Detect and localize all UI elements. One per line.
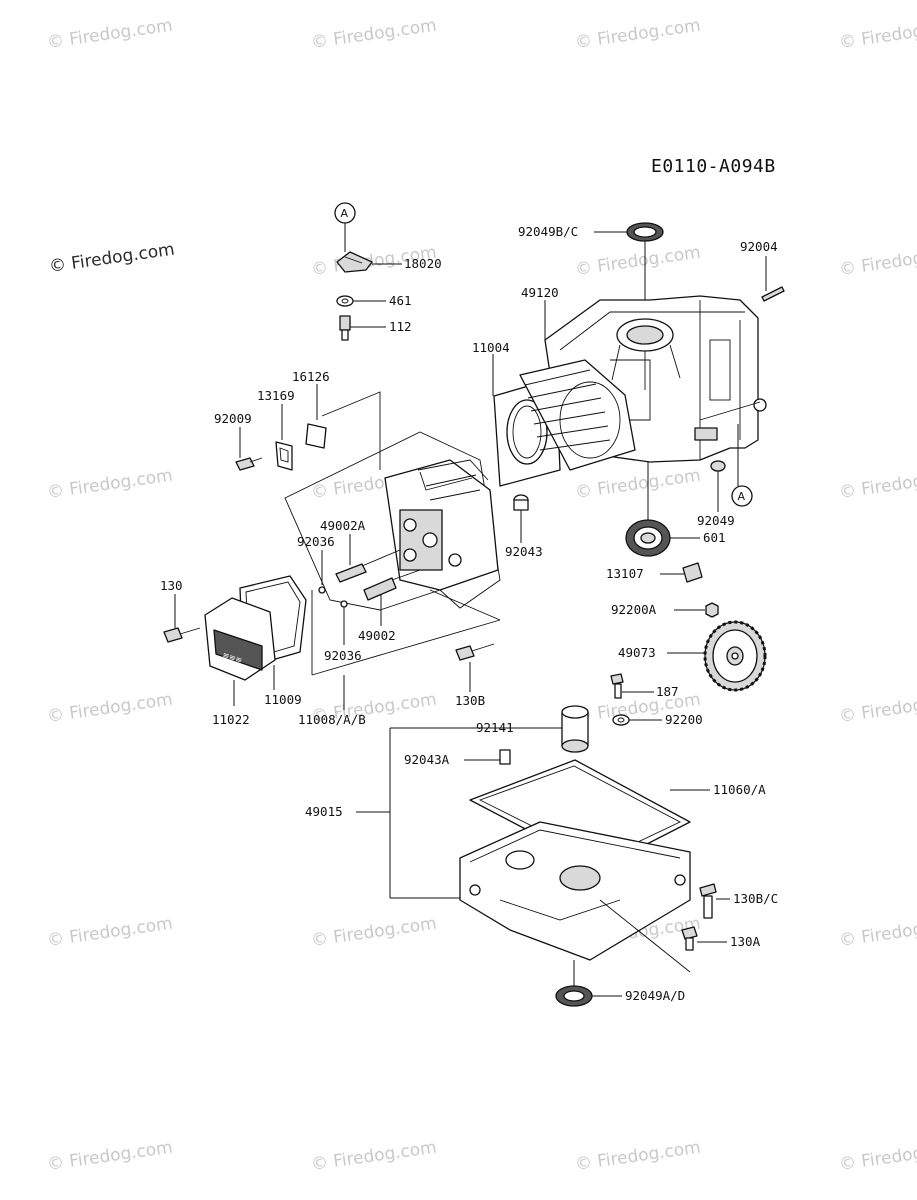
label-187: 187	[656, 684, 679, 699]
gasket-13169	[275, 404, 293, 471]
watermark: © Firedog.com	[46, 914, 174, 951]
watermark: © Firedog.com	[574, 243, 702, 280]
label-13107: 13107	[606, 566, 644, 581]
watermark-layer: © Firedog.com © Firedog.com © Firedog.co…	[46, 16, 917, 1175]
ref-marker-top: A	[334, 202, 356, 252]
label-92200: 92200	[665, 712, 703, 727]
label-130B: 130B	[455, 693, 485, 708]
label-49120: 49120	[521, 285, 559, 300]
rocker-cover-11022: ≡≡≡	[204, 597, 276, 706]
watermark: © Firedog.com	[310, 914, 438, 951]
clip-92036b	[340, 600, 348, 645]
label-92049BC: 92049B/C	[518, 224, 578, 239]
washer-461	[336, 295, 386, 307]
label-13169: 13169	[257, 388, 295, 403]
label-92049AD: 92049A/D	[625, 988, 685, 1003]
nut-92200A	[674, 602, 719, 618]
label-18020: 18020	[404, 256, 442, 271]
filter-92141	[548, 705, 589, 753]
svg-text:A: A	[341, 207, 349, 220]
bolt-187	[610, 673, 654, 699]
watermark: © Firedog.com	[574, 466, 702, 503]
watermark: © Firedog.com	[310, 16, 438, 53]
label-92200A: 92200A	[611, 602, 657, 617]
label-92043A: 92043A	[404, 752, 450, 767]
label-11009: 11009	[264, 692, 302, 707]
watermark-dark: © Firedog.com	[48, 240, 176, 277]
pin-13107	[660, 562, 703, 583]
washer-92200	[612, 714, 662, 726]
bolt-112	[339, 315, 386, 341]
label-11022: 11022	[212, 712, 250, 727]
bolt-130B	[455, 643, 495, 692]
label-49015: 49015	[305, 804, 343, 819]
watermark: © Firedog.com	[574, 1138, 702, 1175]
label-92049: 92049	[697, 513, 735, 528]
watermark: © Firedog.com	[838, 243, 917, 280]
bracket-11008	[311, 589, 501, 710]
clip-92036a	[318, 550, 326, 594]
label-92036b: 92036	[324, 648, 362, 663]
washer-92049	[710, 460, 726, 512]
label-11008AB: 11008/A/B	[298, 712, 366, 727]
watermark: © Firedog.com	[838, 914, 917, 951]
watermark: © Firedog.com	[46, 466, 174, 503]
lever-18020	[336, 251, 402, 273]
label-11060A: 11060/A	[713, 782, 766, 797]
diagram-code: E0110-A094B	[651, 156, 776, 177]
stud-92004	[761, 256, 785, 302]
watermark: © Firedog.com	[838, 1138, 917, 1175]
gear-49073	[667, 620, 767, 692]
label-92043: 92043	[505, 544, 543, 559]
label-601: 601	[703, 530, 726, 545]
label-11004: 11004	[472, 340, 510, 355]
dowel-92043	[513, 494, 529, 543]
bearing-601	[625, 462, 700, 557]
label-49002A: 49002A	[320, 518, 366, 533]
label-461: 461	[389, 293, 412, 308]
bolt-130	[163, 594, 201, 643]
bolt-130A	[599, 899, 727, 973]
guide-49002A	[335, 534, 401, 583]
label-92036a: 92036	[297, 534, 335, 549]
screw-92009	[235, 427, 263, 471]
cylinder-head	[284, 431, 501, 611]
oil-seal-92049BC	[594, 222, 664, 318]
plate-16126	[305, 384, 381, 470]
watermark: © Firedog.com	[46, 16, 174, 53]
watermark: © Firedog.com	[46, 1138, 174, 1175]
label-92004: 92004	[740, 239, 778, 254]
watermark: © Firedog.com	[46, 690, 174, 727]
label-49002: 49002	[358, 628, 396, 643]
label-112: 112	[389, 319, 412, 334]
cylinder-11004	[492, 354, 636, 487]
dowel-92043A	[464, 749, 511, 765]
ref-marker-right: A	[731, 424, 753, 507]
label-16126: 16126	[292, 369, 330, 384]
bolt-130BC	[699, 883, 730, 919]
oil-seal-92049AD	[555, 960, 622, 1007]
watermark: © Firedog.com	[838, 690, 917, 727]
label-130A: 130A	[730, 934, 761, 949]
watermark: © Firedog.com	[574, 16, 702, 53]
guide-49002	[363, 569, 421, 626]
label-130: 130	[160, 578, 183, 593]
watermark: © Firedog.com	[838, 16, 917, 53]
label-130BC: 130B/C	[733, 891, 778, 906]
watermark: © Firedog.com	[310, 1138, 438, 1175]
label-92009: 92009	[214, 411, 252, 426]
label-49073: 49073	[618, 645, 656, 660]
svg-text:A: A	[738, 490, 746, 503]
watermark: © Firedog.com	[838, 466, 917, 503]
